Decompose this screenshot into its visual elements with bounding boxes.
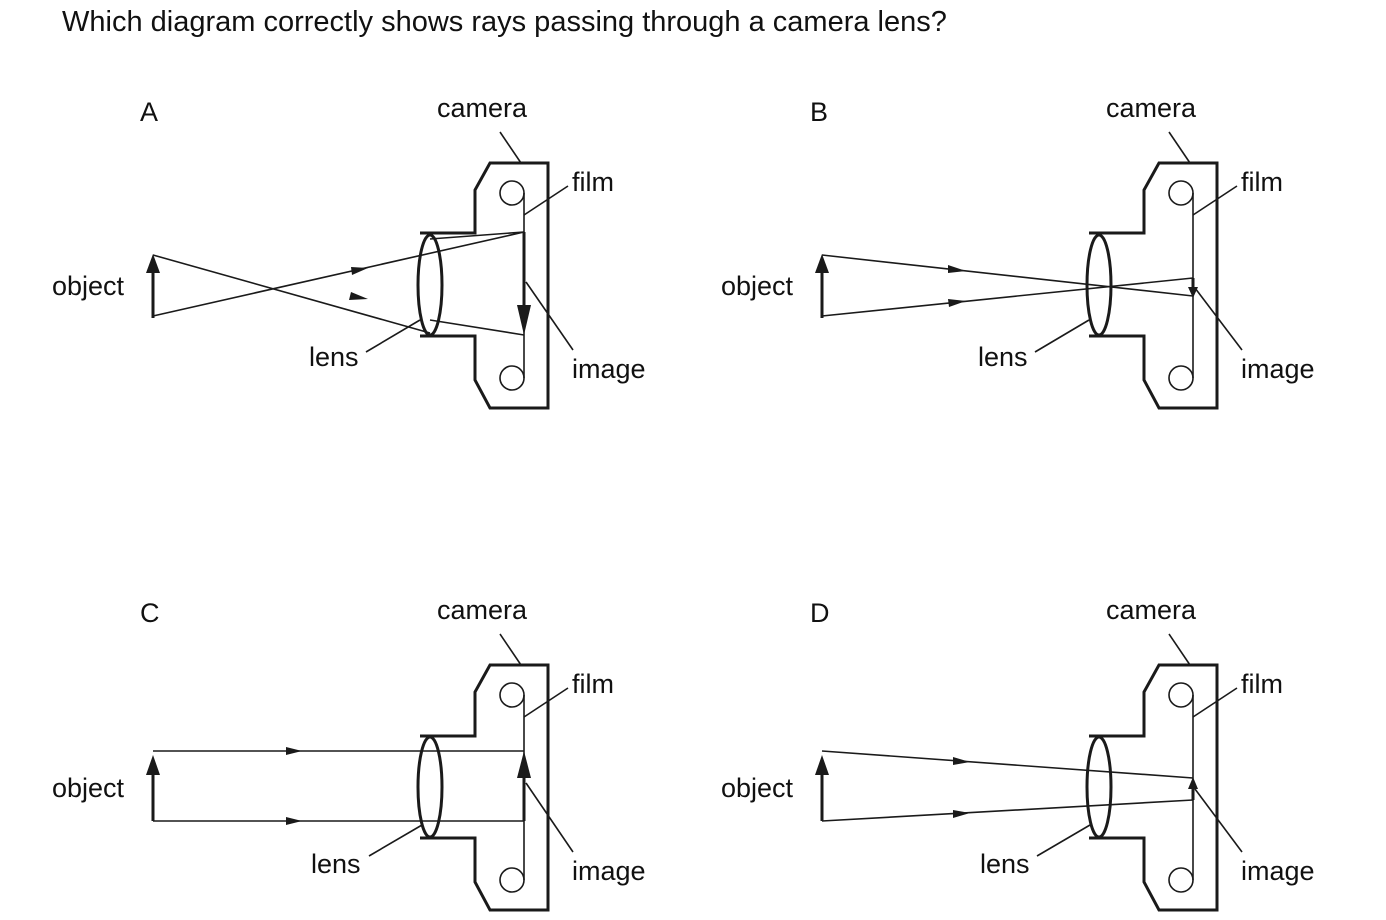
ray-inside-2: [429, 319, 525, 336]
lens-label: lens: [978, 342, 1028, 372]
ray-2: [152, 231, 525, 317]
object-arrowhead: [815, 254, 829, 273]
ray-1: [152, 254, 431, 334]
option-letter: B: [810, 97, 828, 127]
option-a-diagram[interactable]: A camera film object lens image: [52, 93, 646, 410]
object-label: object: [52, 773, 125, 803]
image-leader: [525, 782, 574, 853]
lens-label: lens: [311, 849, 361, 879]
object-label: object: [52, 271, 125, 301]
object-arrowhead: [146, 254, 160, 273]
film-spool-bottom: [499, 365, 525, 391]
ray-1: [821, 750, 1194, 779]
camera-body: [1089, 663, 1219, 912]
image-arrowhead: [517, 751, 531, 778]
ray-inside-1: [429, 231, 525, 240]
option-letter: C: [140, 598, 160, 628]
option-letter: D: [810, 598, 830, 628]
ray-arrowhead: [948, 299, 966, 307]
camera-label: camera: [1106, 93, 1197, 123]
image-label: image: [1241, 856, 1315, 886]
camera-body: [420, 663, 550, 912]
ray-arrowhead: [286, 817, 302, 825]
object-label: object: [721, 271, 794, 301]
image-leader: [1194, 287, 1243, 351]
camera-label: camera: [437, 595, 528, 625]
image-label: image: [572, 856, 646, 886]
camera-leader: [1168, 633, 1191, 666]
film-spool-top: [1168, 682, 1194, 708]
ray-arrowhead: [351, 267, 368, 275]
lens-leader: [368, 824, 423, 857]
lens-shape: [416, 735, 444, 839]
ray-arrowhead: [948, 265, 966, 273]
film-label: film: [572, 669, 614, 699]
lens-shape: [1085, 735, 1113, 839]
option-b-diagram[interactable]: B camera film object lens image: [721, 93, 1315, 410]
film-spool-bottom: [499, 867, 525, 893]
film-spool-bottom: [1168, 867, 1194, 893]
camera-body: [1089, 161, 1219, 410]
film-spool-top: [499, 180, 525, 206]
film-label: film: [1241, 167, 1283, 197]
film-label: film: [1241, 669, 1283, 699]
ray-arrowhead: [953, 810, 970, 818]
lens-leader: [1034, 319, 1090, 353]
film-spool-top: [1168, 180, 1194, 206]
ray-1: [821, 254, 1194, 297]
object-label: object: [721, 773, 794, 803]
image-label: image: [572, 354, 646, 384]
lens-leader: [365, 319, 421, 353]
camera-body: [420, 161, 550, 410]
object-arrowhead: [815, 755, 829, 775]
image-label: image: [1241, 354, 1315, 384]
option-d-diagram[interactable]: D camera film object lens image: [721, 595, 1315, 912]
image-leader: [525, 281, 574, 351]
lens-leader: [1036, 824, 1091, 857]
ray-arrowhead: [286, 747, 302, 755]
film-leader: [523, 687, 569, 718]
film-label: film: [572, 167, 614, 197]
lens-shape: [416, 233, 444, 337]
question-text: Which diagram correctly shows rays passi…: [62, 6, 947, 38]
image-arrowhead: [1188, 777, 1198, 789]
ray-2: [821, 799, 1194, 822]
film-leader: [1192, 687, 1238, 718]
lens-label: lens: [309, 342, 359, 372]
option-letter: A: [140, 97, 158, 127]
object-arrowhead: [146, 755, 160, 775]
option-c-diagram[interactable]: C camera film object lens image: [52, 595, 646, 912]
camera-label: camera: [1106, 595, 1197, 625]
film-leader: [1192, 185, 1238, 216]
ray-2: [821, 277, 1194, 317]
ray-arrowhead: [349, 292, 368, 300]
lens-label: lens: [980, 849, 1030, 879]
image-leader: [1194, 788, 1243, 853]
ray-arrowhead: [953, 757, 970, 765]
camera-leader: [499, 131, 522, 164]
image-arrowhead: [517, 305, 531, 335]
camera-leader: [1168, 131, 1191, 164]
camera-leader: [499, 633, 522, 666]
image-arrowhead: [1188, 287, 1198, 298]
film-spool-top: [499, 682, 525, 708]
film-leader: [523, 185, 569, 216]
film-spool-bottom: [1168, 365, 1194, 391]
camera-label: camera: [437, 93, 528, 123]
